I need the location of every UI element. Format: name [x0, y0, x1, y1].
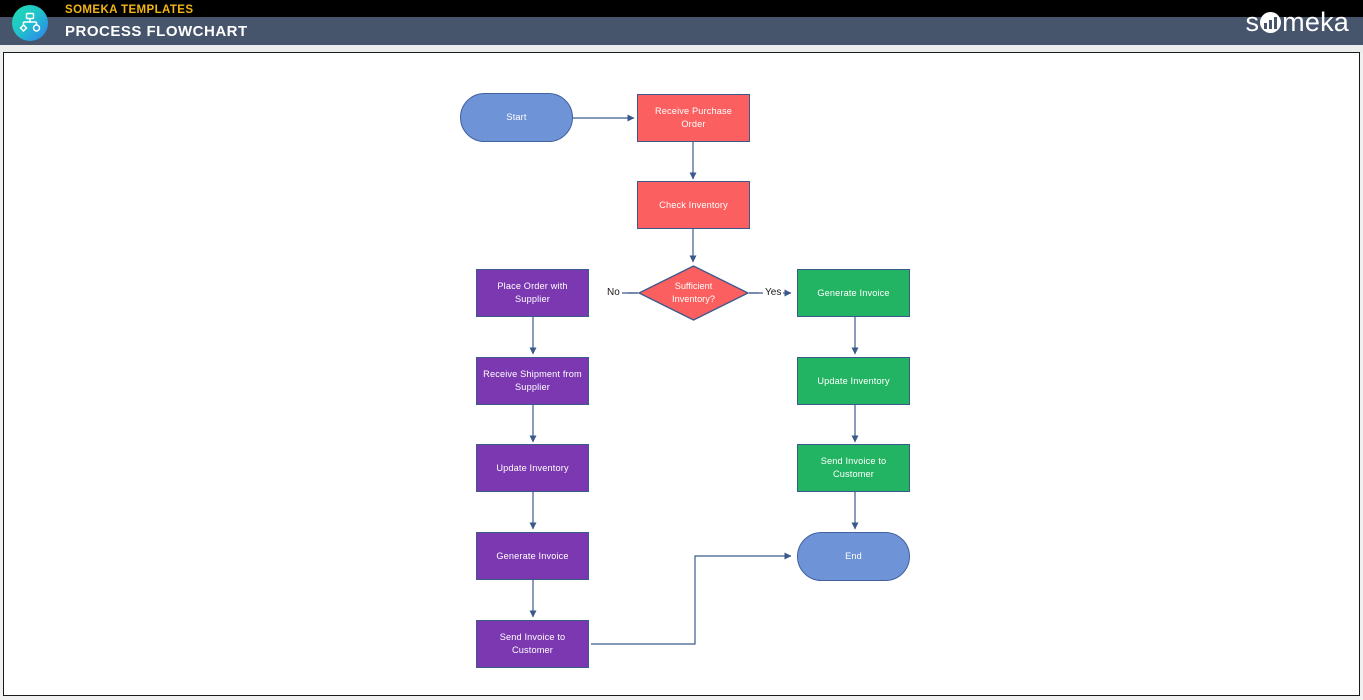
header-divider — [0, 45, 1363, 53]
node-label: Receive Shipment from Supplier — [483, 369, 582, 392]
node-label: Send Invoice to Customer — [499, 632, 566, 655]
node-label: Start — [506, 112, 527, 122]
node-label: Place Order with Supplier — [497, 281, 568, 304]
node-label: Generate Invoice — [817, 287, 890, 298]
node-end[interactable]: End — [797, 532, 910, 581]
node-label: Receive Purchase Order — [655, 106, 732, 129]
node-send-invoice-to-customer-right[interactable]: Send Invoice to Customer — [797, 444, 910, 492]
someka-logo: s meka — [1245, 4, 1349, 40]
brand-kicker: SOMEKA TEMPLATES — [65, 4, 194, 16]
node-label: Generate Invoice — [496, 550, 569, 561]
node-send-invoice-to-customer-left[interactable]: Send Invoice to Customer — [476, 620, 589, 668]
edge-label-yes: Yes — [763, 287, 784, 299]
page-title: PROCESS FLOWCHART — [65, 23, 248, 40]
org-chart-icon — [12, 5, 48, 41]
someka-word-pre: s — [1245, 6, 1260, 37]
someka-wordmark: s meka — [1245, 6, 1349, 37]
edge-send-invoice-left-to-end — [591, 552, 792, 645]
node-sufficient-inventory-decision[interactable]: Sufficient Inventory? — [638, 265, 749, 321]
header-top-band — [0, 0, 1363, 17]
node-check-inventory[interactable]: Check Inventory — [637, 181, 750, 229]
node-place-order-with-supplier[interactable]: Place Order with Supplier — [476, 269, 589, 317]
node-update-inventory-right[interactable]: Update Inventory — [797, 357, 910, 405]
node-label: End — [845, 551, 862, 561]
node-label: Update Inventory — [496, 462, 569, 473]
node-label: Send Invoice to Customer — [820, 456, 887, 479]
node-label: Check Inventory — [659, 199, 728, 210]
flowchart-canvas-inner: Start Receive Purchase Order Check Inven… — [4, 53, 1359, 695]
node-generate-invoice-right[interactable]: Generate Invoice — [797, 269, 910, 317]
connector-layer — [529, 114, 859, 645]
bar-chart-icon — [1260, 11, 1282, 33]
node-start[interactable]: Start — [460, 93, 573, 142]
node-receive-shipment-from-supplier[interactable]: Receive Shipment from Supplier — [476, 357, 589, 405]
node-generate-invoice-left[interactable]: Generate Invoice — [476, 532, 589, 580]
edge-label-no: No — [605, 287, 622, 299]
someka-word-post: meka — [1282, 6, 1349, 37]
node-receive-purchase-order[interactable]: Receive Purchase Order — [637, 94, 750, 142]
flowchart-canvas[interactable]: Start Receive Purchase Order Check Inven… — [3, 52, 1360, 696]
header-title-band — [0, 17, 1363, 45]
node-label: Update Inventory — [817, 375, 890, 386]
node-update-inventory-left[interactable]: Update Inventory — [476, 444, 589, 492]
